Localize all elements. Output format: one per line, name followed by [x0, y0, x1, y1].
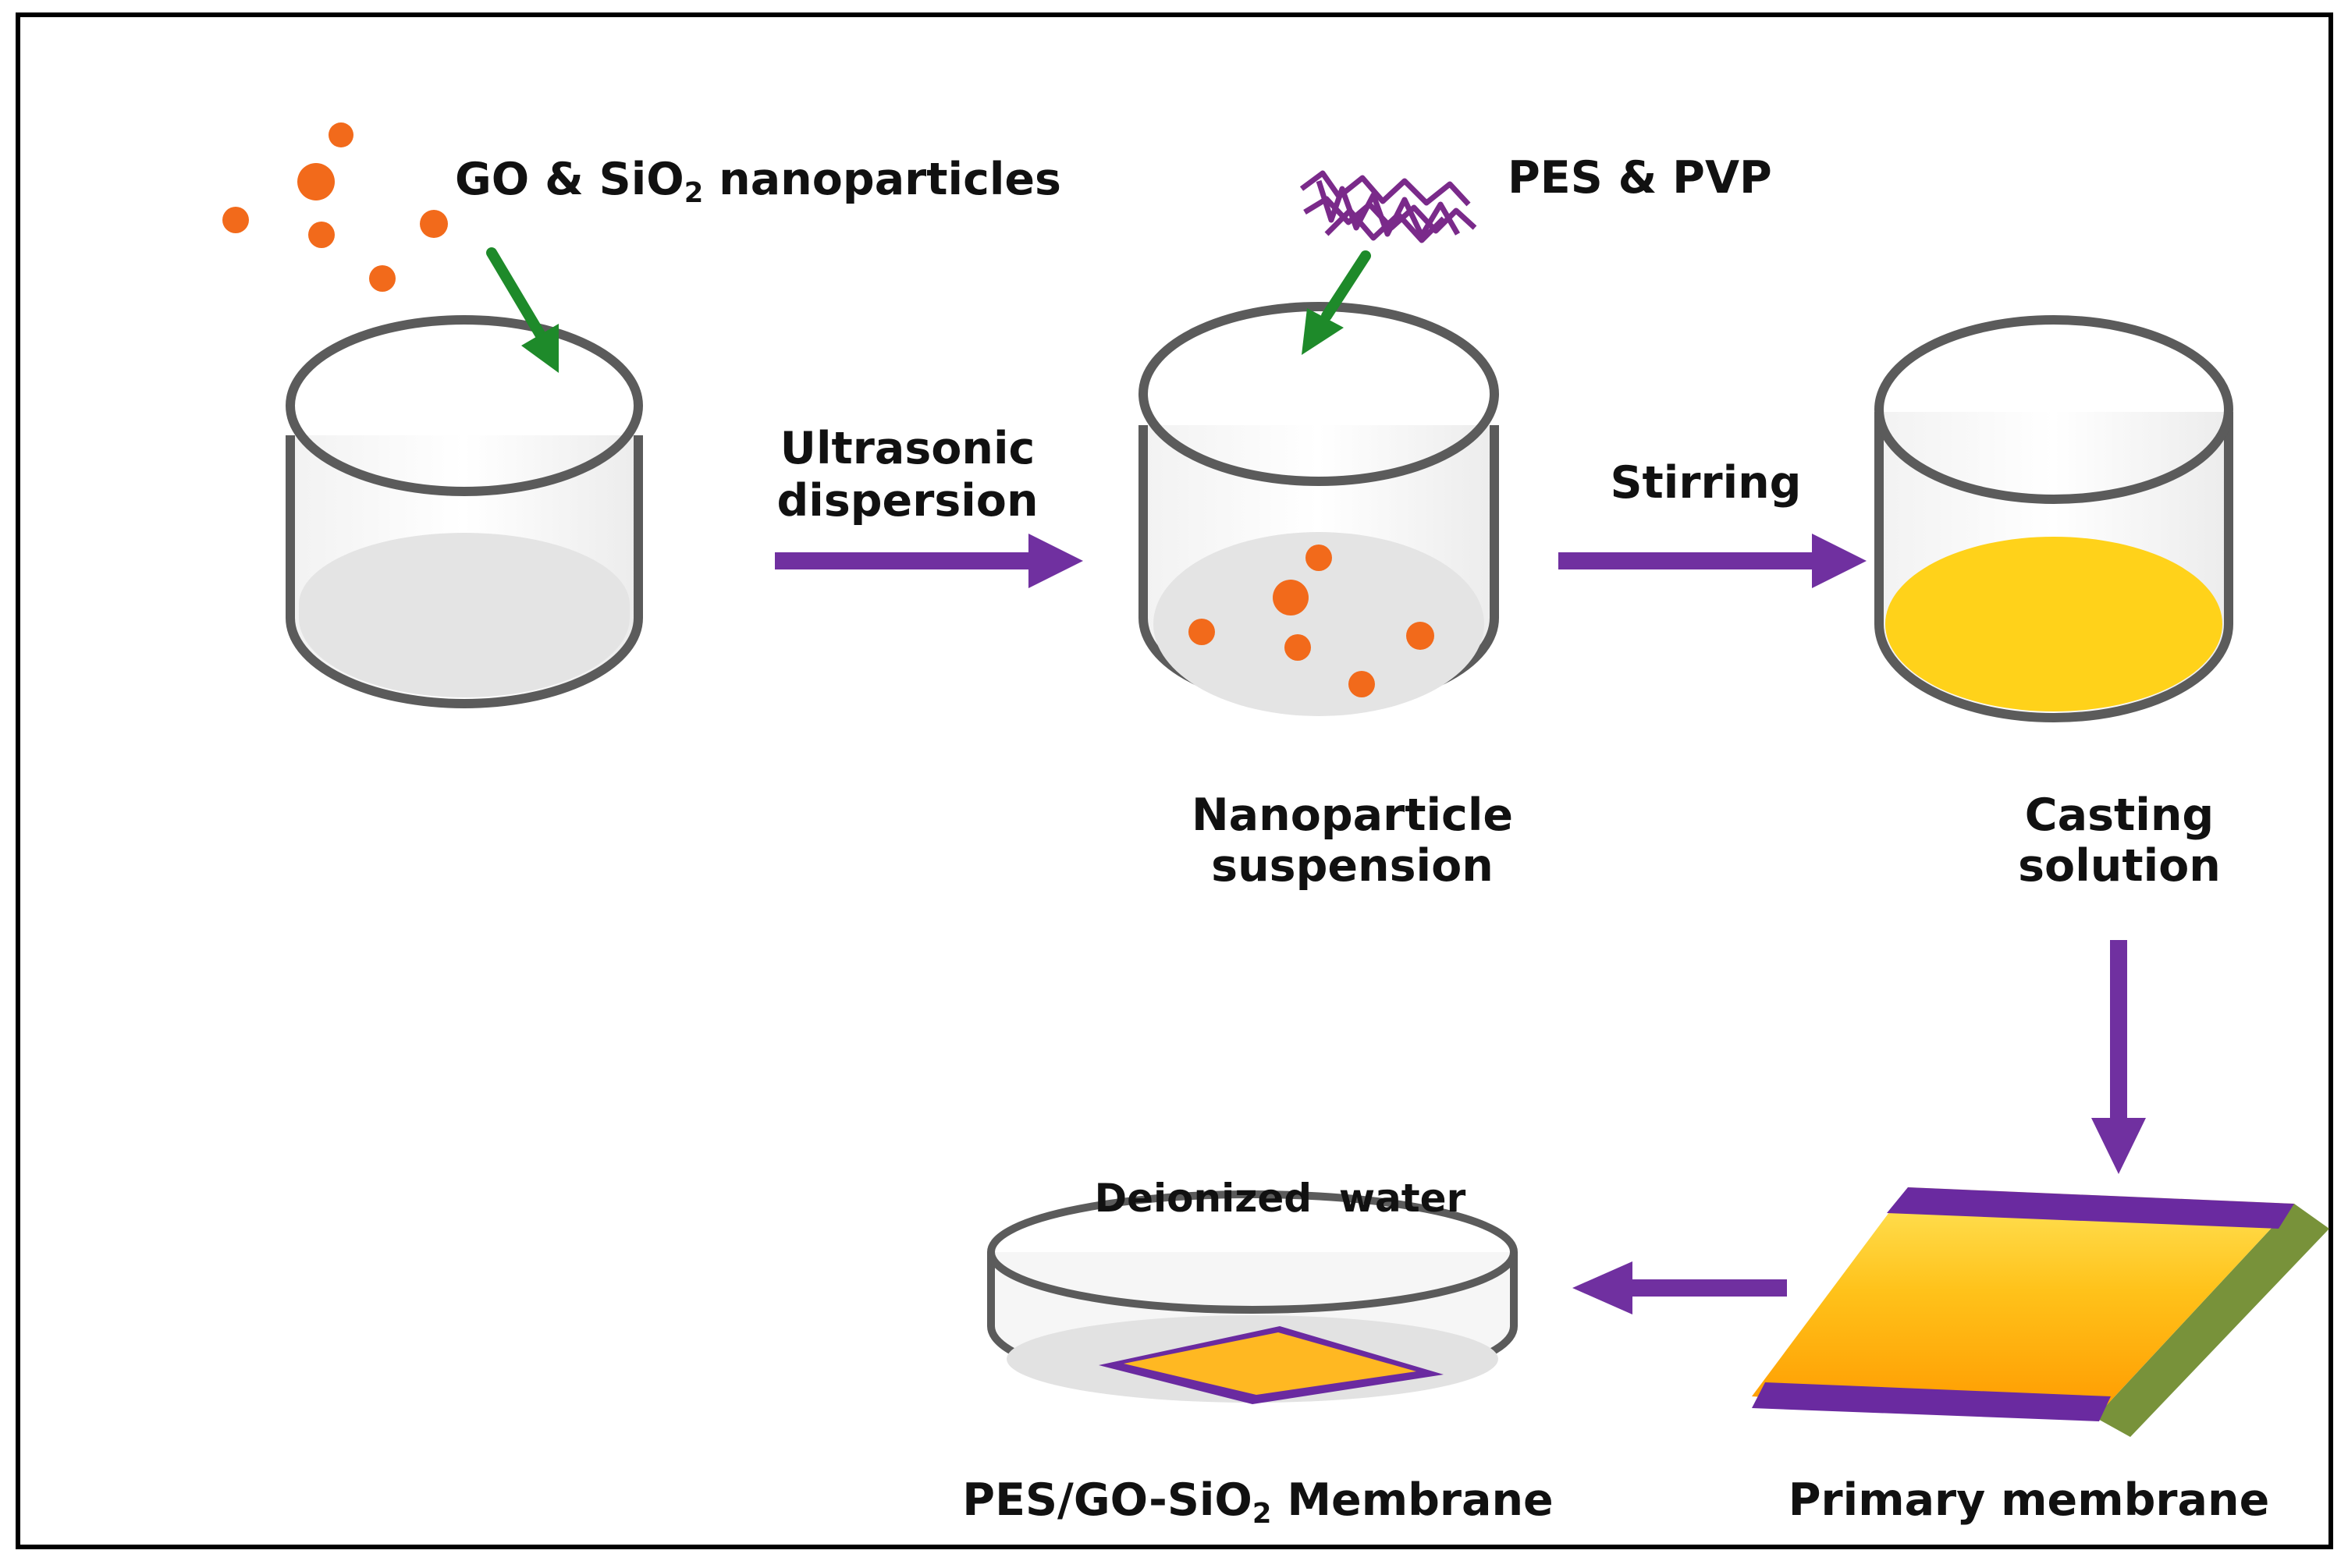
green-arrow-2 — [1302, 250, 1371, 355]
stirring-label: Stirring — [1610, 457, 1802, 509]
casting-solution-label: Casting solution — [2018, 789, 2221, 892]
figure-frame — [16, 12, 2333, 1549]
go-sio2-label: GO & SiO2 nanoparticles — [455, 154, 1061, 209]
arrow-stirring — [1558, 534, 1867, 588]
ultrasonic-dispersion-label: Ultrasonic dispersion — [776, 423, 1039, 527]
arrow-ultrasonic — [775, 534, 1083, 588]
primary-membrane-sheet — [1752, 1187, 2329, 1437]
beaker-3 — [1874, 315, 2233, 722]
deionized-water-label: Deionized water — [1094, 1176, 1466, 1221]
final-membrane-label: PES/GO-SiO2 Membrane — [962, 1474, 1554, 1530]
pes-pvp-polymer-icon — [1299, 170, 1477, 243]
beaker-2 — [1138, 302, 1499, 716]
go-sio2-particles — [222, 122, 448, 292]
pes-pvp-label: PES & PVP — [1508, 152, 1772, 204]
arrow-left-immersion — [1572, 1261, 1787, 1314]
green-arrow-1 — [486, 247, 559, 373]
beaker-3-solution — [1885, 537, 2222, 711]
beaker-1 — [286, 315, 643, 708]
beaker-2-liquid — [1153, 532, 1484, 716]
nanoparticle-suspension-label: Nanoparticle suspension — [1191, 789, 1514, 892]
arrow-down-casting — [2091, 940, 2146, 1174]
water-bath-dish — [987, 1190, 1518, 1404]
suspended-particles — [1188, 545, 1434, 697]
primary-membrane-label: Primary membrane — [1788, 1474, 2270, 1526]
